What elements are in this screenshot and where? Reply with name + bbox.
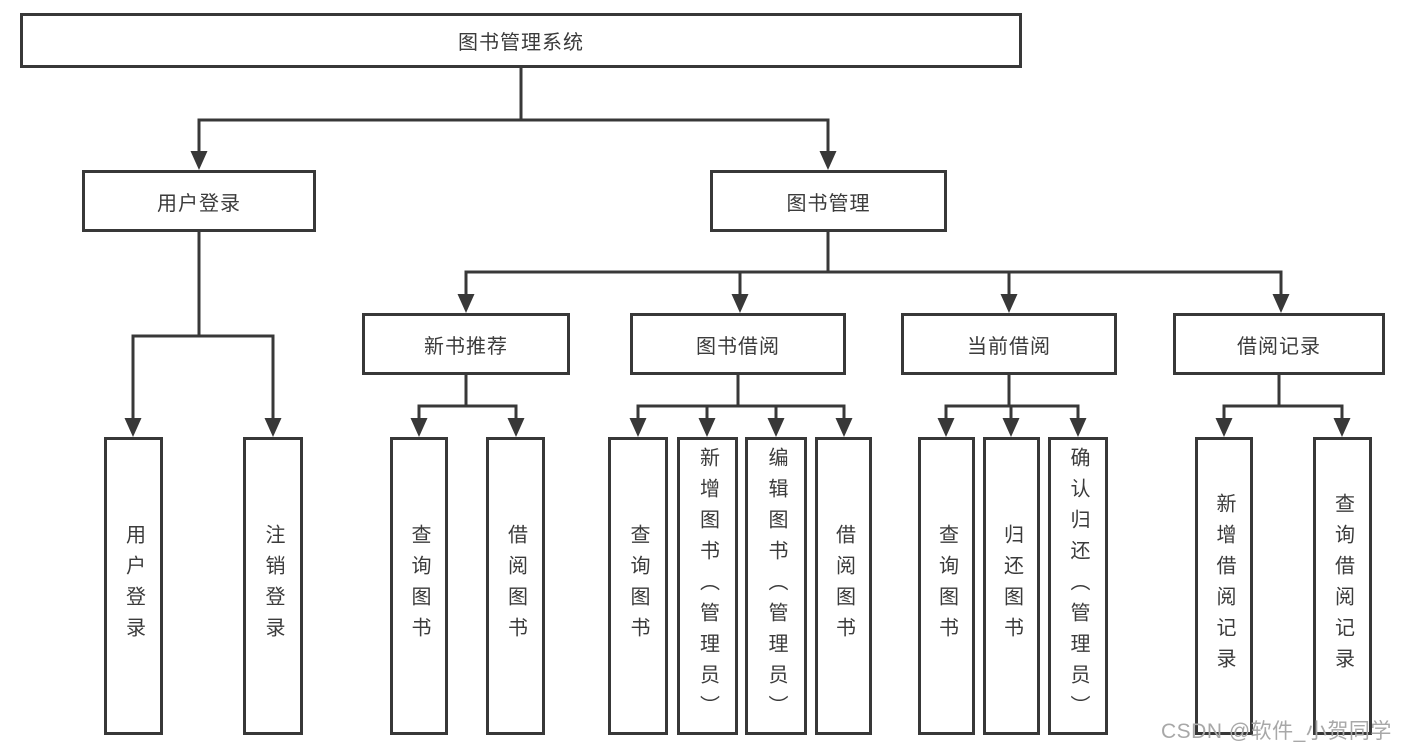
node-current-borrowing: 当前借阅 [901,313,1117,375]
leaf-query-books-recommend: 查询图书 [390,437,448,735]
node-book-management: 图书管理 [710,170,947,232]
csdn-watermark: CSDN @软件_小贺同学 [1161,720,1392,743]
leaf-query-books-current: 查询图书 [918,437,975,735]
leaf-edit-books-admin: 编辑图书（管理员） [745,437,807,735]
leaf-add-borrow-record: 新增借阅记录 [1195,437,1253,735]
node-borrowing-records: 借阅记录 [1173,313,1385,375]
leaf-query-borrow-record: 查询借阅记录 [1313,437,1372,735]
leaf-query-books-borrowing: 查询图书 [608,437,668,735]
node-user-login: 用户登录 [82,170,316,232]
node-library-management-system: 图书管理系统 [20,13,1022,68]
connector-strokes [131,68,1344,421]
leaf-borrow-books-recommend: 借阅图书 [486,437,545,735]
leaf-return-books: 归还图书 [983,437,1040,735]
leaf-logout: 注销登录 [243,437,303,735]
leaf-borrow-books: 借阅图书 [815,437,872,735]
arrowheads [124,151,1351,437]
node-new-book-recommendation: 新书推荐 [362,313,570,375]
leaf-add-books-admin: 新增图书（管理员） [677,437,738,735]
leaf-confirm-return-admin: 确认归还（管理员） [1048,437,1108,735]
node-book-borrowing: 图书借阅 [630,313,846,375]
leaf-user-login: 用户登录 [104,437,163,735]
